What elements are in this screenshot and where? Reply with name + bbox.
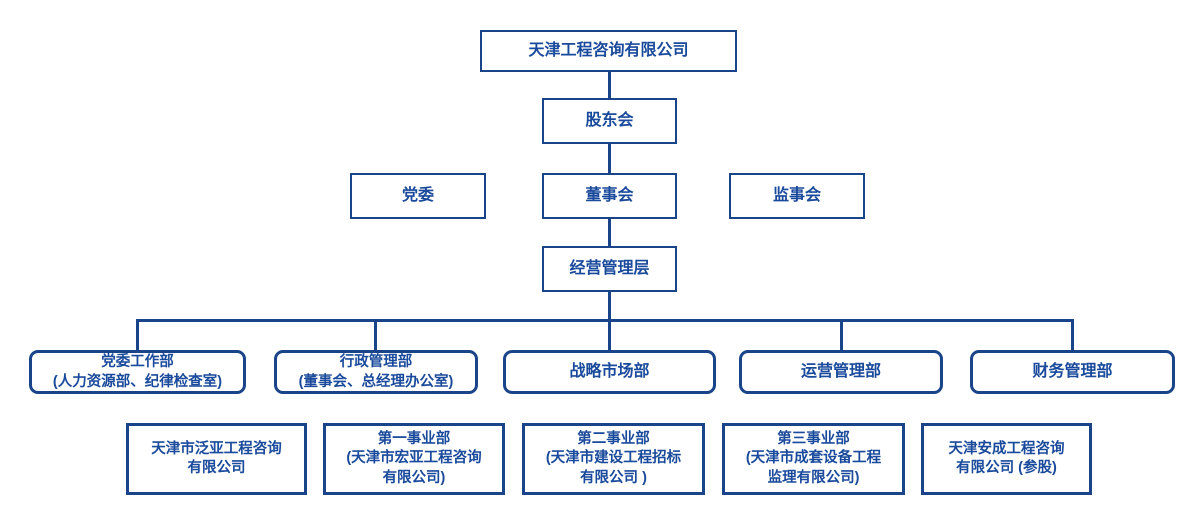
org-node-dept-finance: 财务管理部 xyxy=(970,350,1175,394)
org-node-dept-strategy-market-label: 战略市场部 xyxy=(569,362,650,380)
org-node-sub-division-2: 第二事业部 (天津市建设工程招标 有限公司 ) xyxy=(522,423,705,495)
connector-drop-dept-2 xyxy=(374,319,377,350)
org-node-sub-fanya-label: 天津市泛亚工程咨询 有限公司 xyxy=(151,440,282,476)
org-node-dept-party-work: 党委工作部 (人力资源部、纪律检查室) xyxy=(29,350,246,394)
connector-root-shareholders xyxy=(608,72,611,98)
org-node-management: 经营管理层 xyxy=(542,246,677,292)
org-node-dept-operations-label: 运营管理部 xyxy=(800,362,881,380)
org-node-board: 董事会 xyxy=(542,173,677,219)
org-node-sub-division-1-label: 第一事业部 (天津市宏亚工程咨询 有限公司) xyxy=(346,431,482,486)
org-node-sub-division-3-label: 第三事业部 (天津市成套设备工程 监理有限公司) xyxy=(745,431,882,486)
org-node-sub-division-2-label: 第二事业部 (天津市建设工程招标 有限公司 ) xyxy=(545,431,682,486)
connector-drop-dept-1 xyxy=(136,319,139,350)
org-node-dept-party-work-label: 党委工作部 (人力资源部、纪律检查室) xyxy=(52,353,223,390)
org-node-sub-ancheng-label: 天津安成工程咨询 有限公司 (参股) xyxy=(948,440,1065,476)
org-node-dept-finance-label: 财务管理部 xyxy=(1032,362,1113,380)
connector-bus xyxy=(136,319,1074,322)
org-node-dept-operations: 运营管理部 xyxy=(739,350,943,394)
connector-board-management xyxy=(608,219,611,246)
org-node-shareholders-label: 股东会 xyxy=(585,111,634,129)
org-node-root-label: 天津工程咨询有限公司 xyxy=(528,41,689,59)
org-node-root: 天津工程咨询有限公司 xyxy=(480,30,737,72)
org-node-shareholders: 股东会 xyxy=(542,98,677,144)
org-node-sub-fanya: 天津市泛亚工程咨询 有限公司 xyxy=(126,423,307,495)
org-node-board-label: 董事会 xyxy=(585,186,634,204)
org-node-sub-division-1: 第一事业部 (天津市宏亚工程咨询 有限公司) xyxy=(323,423,505,495)
org-node-supervisory-board-label: 监事会 xyxy=(772,186,821,204)
org-node-dept-admin-label: 行政管理部 (董事会、总经理办公室) xyxy=(298,353,454,390)
org-node-management-label: 经营管理层 xyxy=(569,259,650,277)
org-node-supervisory-board: 监事会 xyxy=(729,173,865,219)
org-node-party-committee-label: 党委 xyxy=(401,186,434,204)
connector-drop-dept-4 xyxy=(840,319,843,350)
connector-drop-dept-5 xyxy=(1071,319,1074,350)
org-node-dept-admin: 行政管理部 (董事会、总经理办公室) xyxy=(274,350,478,394)
org-node-sub-ancheng: 天津安成工程咨询 有限公司 (参股) xyxy=(921,423,1092,495)
connector-drop-dept-3 xyxy=(608,319,611,350)
org-node-sub-division-3: 第三事业部 (天津市成套设备工程 监理有限公司) xyxy=(722,423,905,495)
org-node-party-committee: 党委 xyxy=(350,173,486,219)
connector-shareholders-board xyxy=(608,144,611,173)
org-node-dept-strategy-market: 战略市场部 xyxy=(503,350,716,394)
connector-management-bus xyxy=(608,292,611,321)
